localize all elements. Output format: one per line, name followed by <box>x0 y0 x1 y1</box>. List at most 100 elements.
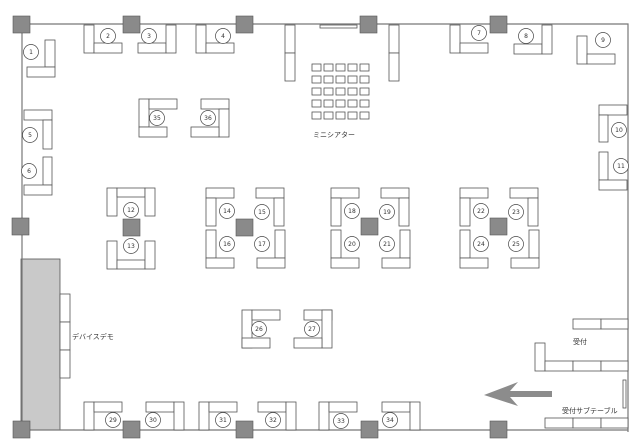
seat-number: 20 <box>348 241 356 248</box>
sofa <box>173 401 185 431</box>
seat-number: 22 <box>477 208 485 215</box>
sofa <box>328 401 358 413</box>
theater-chair <box>335 63 346 72</box>
seat-number-circle <box>473 236 489 252</box>
sofa <box>83 401 95 431</box>
pillar <box>122 218 141 237</box>
theater-chair <box>311 75 322 84</box>
sofa <box>399 229 411 259</box>
sofa <box>93 42 123 54</box>
sofa <box>205 42 235 54</box>
seat-number: 1 <box>29 49 33 56</box>
sofa <box>459 42 489 54</box>
seat-number-circle <box>149 110 165 126</box>
theater-chair <box>347 75 358 84</box>
sofa <box>205 187 235 199</box>
sofa <box>145 401 175 413</box>
sofa <box>23 184 53 196</box>
sofa <box>510 257 540 269</box>
sofa <box>26 66 56 78</box>
seat-number-circle <box>215 28 231 44</box>
sofa <box>274 229 286 259</box>
sofa <box>459 187 489 199</box>
seat-number: 14 <box>223 208 231 215</box>
seat-number-circle <box>379 204 395 220</box>
seat-number-circle <box>344 236 360 252</box>
device-demo-area <box>20 258 61 431</box>
sofa <box>380 187 410 199</box>
seat-number: 33 <box>337 418 345 425</box>
seat-number: 12 <box>127 207 135 214</box>
sofa <box>165 24 177 54</box>
sofa <box>527 197 539 227</box>
theater-chair <box>323 111 334 120</box>
sofa <box>513 43 543 55</box>
sofa <box>256 257 286 269</box>
seat-number: 10 <box>615 127 623 134</box>
pillar <box>360 217 379 236</box>
sofa <box>528 229 540 259</box>
pillar <box>12 15 31 34</box>
sofa <box>205 257 235 269</box>
sofa <box>144 187 156 217</box>
sofa <box>251 309 281 321</box>
sofa <box>106 240 118 270</box>
theater-chair <box>347 63 358 72</box>
pillar <box>235 15 254 34</box>
seat-number: 32 <box>269 417 277 424</box>
sofa <box>285 401 297 431</box>
seat-number-circle <box>471 25 487 41</box>
seat-number-circle <box>473 203 489 219</box>
sofa <box>23 109 53 121</box>
direction-arrow-icon <box>484 382 552 406</box>
sofa <box>598 114 609 143</box>
divider-panel <box>284 24 296 54</box>
seat-number-circle <box>105 412 121 428</box>
partition-bar <box>319 24 358 29</box>
reception-table <box>572 360 602 372</box>
pillar <box>235 218 254 237</box>
sofa <box>138 126 168 138</box>
theater-chair <box>323 63 334 72</box>
sofa <box>255 187 285 199</box>
sofa <box>195 24 207 54</box>
theater-chair <box>323 75 334 84</box>
pillar <box>11 217 30 236</box>
seat-number-circle <box>382 412 398 428</box>
theater-chair <box>335 75 346 84</box>
sofa <box>330 187 360 199</box>
seat-number: 25 <box>512 241 520 248</box>
theater-chair <box>335 99 346 108</box>
divider-panel <box>388 52 400 82</box>
theater-chair <box>359 87 370 96</box>
seat-number-circle <box>123 238 139 254</box>
theater-chair <box>323 99 334 108</box>
seat-number-circle <box>100 28 116 44</box>
reception-table <box>544 360 574 372</box>
sofa <box>138 98 150 128</box>
sofa <box>598 179 628 191</box>
seat-number: 8 <box>524 33 528 40</box>
sofa <box>198 401 210 431</box>
sofa <box>509 187 539 199</box>
sofa <box>257 401 287 413</box>
theater-chair <box>311 87 322 96</box>
pillar <box>122 15 141 34</box>
theater-chair <box>323 87 334 96</box>
reception-table <box>572 318 602 330</box>
seat-number: 24 <box>477 241 485 248</box>
reception-table <box>534 342 546 372</box>
sub-table <box>572 417 602 429</box>
theater-chair <box>311 63 322 72</box>
sofa <box>83 24 95 54</box>
sofa <box>586 53 616 65</box>
theater-chair <box>359 99 370 108</box>
theater-chair <box>311 111 322 120</box>
theater-chair <box>359 63 370 72</box>
sofa <box>293 337 323 349</box>
seat-number-circle <box>333 413 349 429</box>
seat-number: 23 <box>512 209 520 216</box>
divider-panel <box>388 24 400 54</box>
seat-number-circle <box>508 236 524 252</box>
